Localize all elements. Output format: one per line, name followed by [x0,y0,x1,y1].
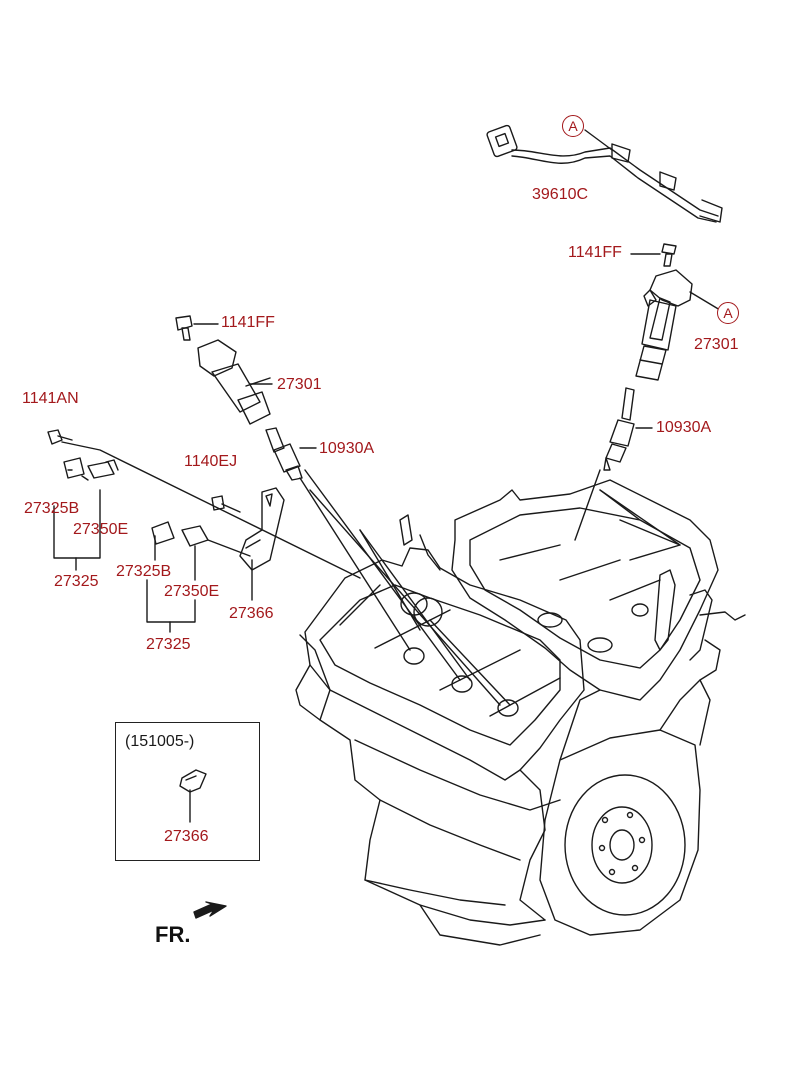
label-bolt-an: 1141AN [22,390,79,407]
label-coil-right: 27301 [694,336,739,353]
spark-plug-right [603,387,653,471]
label-bracket-e2: 27350E [164,583,220,600]
label-assy-2: 27325 [146,636,191,653]
label-sensor-b1: 27325B [24,500,80,517]
label-assy-1: 27325 [54,573,99,590]
label-plug-left: 10930A [319,440,375,457]
label-plug-right: 10930A [656,419,712,436]
label-bracket-366: 27366 [229,605,274,622]
front-arrow [193,901,227,919]
label-bolt-right: 1141FF [568,244,622,261]
knock-sensor-assembly [47,429,361,633]
engine-block [295,479,746,946]
inset-bracket [179,769,207,823]
ignition-coil-left [175,315,273,425]
inset-box [115,722,260,861]
label-bolt-ej: 1140EJ [184,453,238,470]
inset-part-label: 27366 [164,828,209,845]
label-bracket-e1: 27350E [73,521,129,538]
spark-plug-left [265,427,317,481]
label-coil-left: 27301 [277,376,322,393]
callout-a-harness: A [562,115,584,137]
inset-date: (151005-) [125,733,195,750]
callout-a-coil: A [717,302,739,324]
front-marker: FR. [155,922,191,947]
ignition-coil-right [630,243,721,381]
label-harness: 39610C [532,186,589,203]
wiring-harness [486,124,723,223]
label-bolt-left: 1141FF [221,314,275,331]
label-sensor-b2: 27325B [116,563,172,580]
